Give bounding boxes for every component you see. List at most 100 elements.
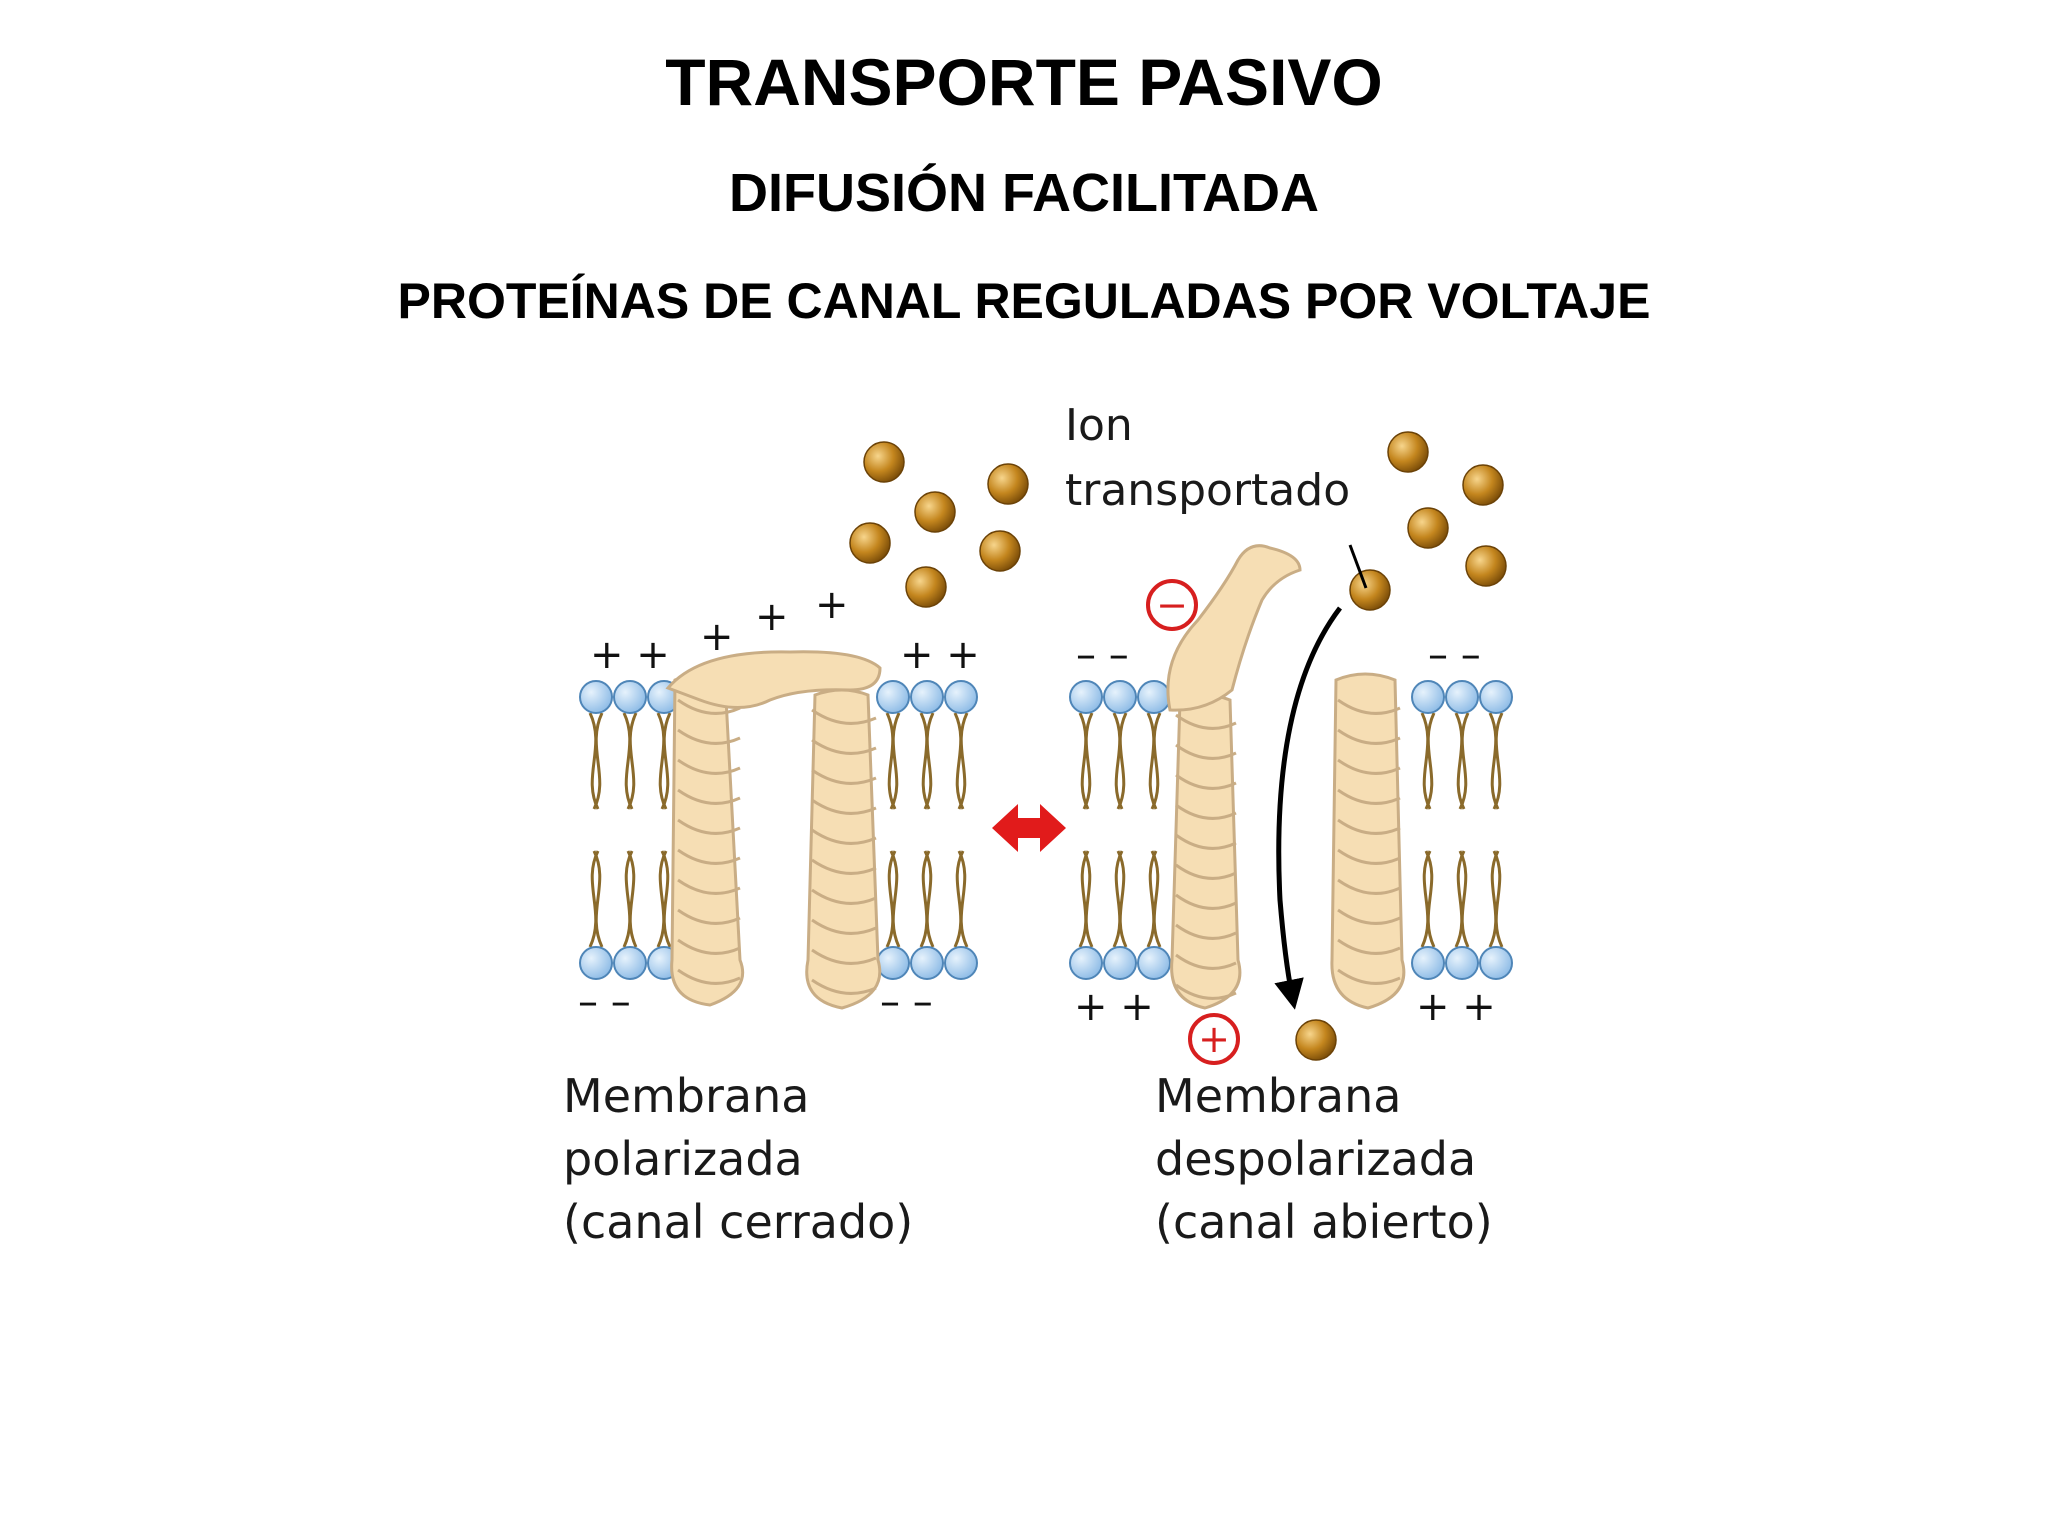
lipid-tail bbox=[1082, 850, 1094, 948]
helix-stripe bbox=[811, 738, 877, 755]
lipid-head bbox=[910, 680, 944, 714]
closed-channel-protein bbox=[665, 650, 882, 1010]
helix-stripe bbox=[1175, 743, 1237, 760]
lipid-tail bbox=[1492, 712, 1504, 810]
lipid-tail bbox=[1420, 712, 1432, 810]
right-caption-line1: Membrana bbox=[1155, 1069, 1401, 1123]
lipid-tail bbox=[1420, 850, 1432, 948]
lipid-tail bbox=[957, 712, 969, 810]
charge-right-bottom-1: + + bbox=[1074, 984, 1154, 1030]
lipid-tail bbox=[919, 850, 931, 948]
helix-stripe bbox=[1175, 773, 1237, 790]
lipid-tail bbox=[622, 712, 634, 810]
lipid-head bbox=[1137, 946, 1171, 980]
charge-left-top-2: + bbox=[700, 614, 734, 660]
helix-stripe bbox=[811, 888, 877, 905]
open-channel-protein bbox=[1166, 544, 1406, 1010]
gate-loop-open bbox=[1166, 544, 1302, 712]
helix-stripe bbox=[1175, 863, 1237, 880]
lipid-tail bbox=[660, 850, 672, 948]
lipid-tail bbox=[1454, 850, 1466, 948]
lipid-tail bbox=[588, 850, 600, 948]
ion bbox=[849, 522, 891, 564]
lipid-head bbox=[1411, 946, 1445, 980]
helix-stripe bbox=[1175, 923, 1237, 940]
helix-stripe bbox=[1175, 833, 1237, 850]
lipid-tail bbox=[1146, 712, 1158, 810]
lipid-tail bbox=[1488, 850, 1500, 948]
charge-left-top-1: + + bbox=[590, 632, 670, 678]
page-title: TRANSPORTE PASIVO bbox=[665, 45, 1383, 119]
page-subtitle: DIFUSIÓN FACILITADA bbox=[729, 163, 1319, 223]
gate-charge-negative: − bbox=[1146, 579, 1198, 631]
lipid-head bbox=[1137, 680, 1171, 714]
protein-body-right-a bbox=[1170, 693, 1242, 1010]
helix-stripe bbox=[677, 848, 741, 865]
lipid-tail bbox=[1150, 850, 1162, 948]
helix-stripe bbox=[811, 918, 877, 935]
lipid-head bbox=[1445, 946, 1479, 980]
lipid-tail bbox=[957, 850, 969, 948]
ion bbox=[1462, 464, 1504, 506]
right-caption-line3: (canal abierto) bbox=[1155, 1195, 1493, 1249]
charge-left-bottom-2: – – bbox=[880, 979, 933, 1025]
helix-stripe bbox=[1337, 728, 1401, 745]
lipid-head bbox=[1103, 946, 1137, 980]
helix-stripe bbox=[811, 858, 877, 875]
helix-stripe bbox=[1337, 788, 1401, 805]
lipid-head bbox=[1411, 680, 1445, 714]
lipid-tail bbox=[626, 850, 638, 948]
lipid-tail bbox=[1424, 850, 1436, 948]
svg-text:−: − bbox=[1156, 583, 1188, 627]
lipid-head bbox=[1479, 680, 1513, 714]
helix-stripe bbox=[811, 708, 877, 725]
lipid-head bbox=[910, 946, 944, 980]
lipid-head bbox=[1103, 680, 1137, 714]
lipid-tail bbox=[588, 712, 600, 810]
lipid-tail bbox=[953, 850, 965, 948]
ion bbox=[1295, 1019, 1337, 1061]
lipid-tail bbox=[1112, 712, 1124, 810]
helix-stripe bbox=[811, 768, 877, 785]
lipid-head bbox=[944, 680, 978, 714]
helix-stripe bbox=[1175, 893, 1237, 910]
helix-stripe bbox=[677, 698, 741, 715]
helix-stripe bbox=[677, 938, 741, 955]
helix-stripe bbox=[1337, 698, 1401, 715]
gate-charge-positive: + bbox=[1188, 1013, 1240, 1065]
ion-label-line1: Ion bbox=[1065, 400, 1133, 451]
lipid-tail bbox=[1458, 850, 1470, 948]
helix-stripe bbox=[811, 948, 877, 965]
lipid-tail bbox=[656, 712, 668, 810]
lipid-tail bbox=[919, 712, 931, 810]
ion bbox=[1349, 569, 1391, 611]
page-subtitle-secondary: PROTEÍNAS DE CANAL REGULADAS POR VOLTAJE bbox=[397, 273, 1651, 329]
helix-stripe bbox=[677, 728, 741, 745]
lipid-tail bbox=[622, 850, 634, 948]
helix-stripe bbox=[811, 978, 877, 995]
svg-text:+: + bbox=[1198, 1017, 1230, 1061]
helix-stripe bbox=[811, 798, 877, 815]
right-caption-line2: despolarizada bbox=[1155, 1132, 1476, 1186]
helix-stripe bbox=[1175, 953, 1237, 970]
ion bbox=[863, 441, 905, 483]
helix-stripe bbox=[1337, 848, 1401, 865]
lipid-tail bbox=[1146, 850, 1158, 948]
ion bbox=[1465, 545, 1507, 587]
lipid-head bbox=[1479, 946, 1513, 980]
lipid-tail bbox=[923, 850, 935, 948]
helix-stripe bbox=[1175, 983, 1237, 1000]
helix-stripe bbox=[1337, 968, 1401, 985]
left-caption-line3: (canal cerrado) bbox=[563, 1195, 913, 1249]
helix-stripe bbox=[677, 818, 741, 835]
protein-body-left-a bbox=[670, 673, 745, 1007]
lipid-head bbox=[1445, 680, 1479, 714]
helix-stripe bbox=[677, 908, 741, 925]
ion-label-line2: transportado bbox=[1065, 465, 1350, 516]
lipid-tail bbox=[626, 712, 638, 810]
ion bbox=[914, 491, 956, 533]
lipid-tail bbox=[1488, 712, 1500, 810]
lipid-tail bbox=[1116, 850, 1128, 948]
ion bbox=[1387, 431, 1429, 473]
